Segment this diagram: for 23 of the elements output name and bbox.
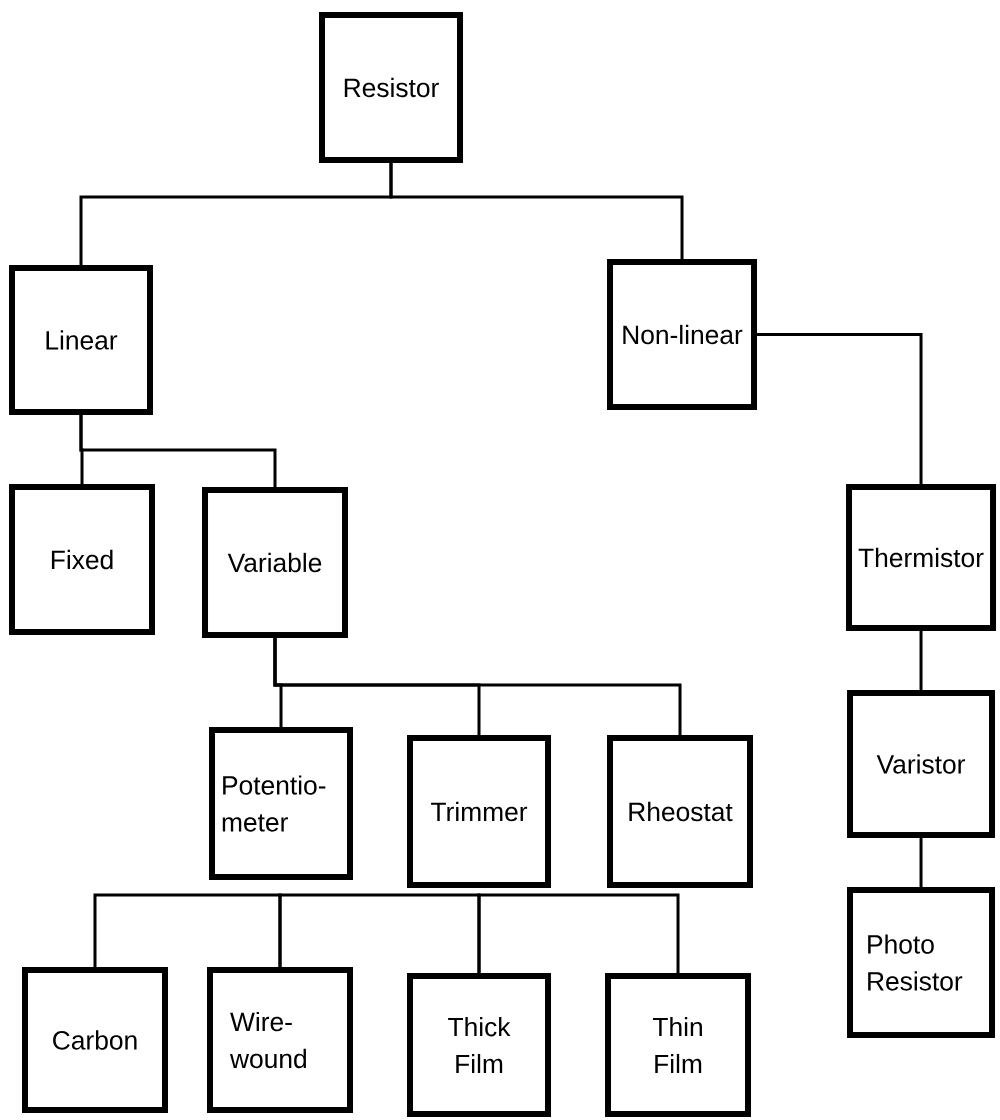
category-box: Trimmer: [407, 735, 551, 888]
category-box: Thermistor: [846, 484, 996, 631]
connector-line: [757, 333, 923, 484]
connector-line: [79, 415, 277, 487]
connector-line: [919, 838, 923, 887]
category-box: Resistor: [319, 12, 463, 163]
connector-line: [389, 163, 684, 259]
category-box: Non-linear: [607, 259, 757, 410]
category-box: Rheostat: [607, 735, 753, 888]
category-box: Fixed: [9, 484, 155, 635]
category-box: Potentio- meter: [209, 727, 353, 880]
connector-line: [919, 631, 923, 690]
category-box: Varistor: [847, 690, 995, 838]
category-box: Linear: [9, 265, 153, 415]
connector-line: [93, 893, 282, 967]
category-box: Variable: [202, 487, 348, 638]
connector-line: [273, 638, 682, 735]
connector-line: [477, 893, 680, 973]
category-box: Carbon: [22, 967, 168, 1113]
category-box: Thin Film: [605, 973, 751, 1117]
category-box: Thick Film: [407, 973, 551, 1117]
category-box: Photo Resistor: [847, 887, 995, 1038]
category-box: Wire- wound: [207, 967, 353, 1113]
